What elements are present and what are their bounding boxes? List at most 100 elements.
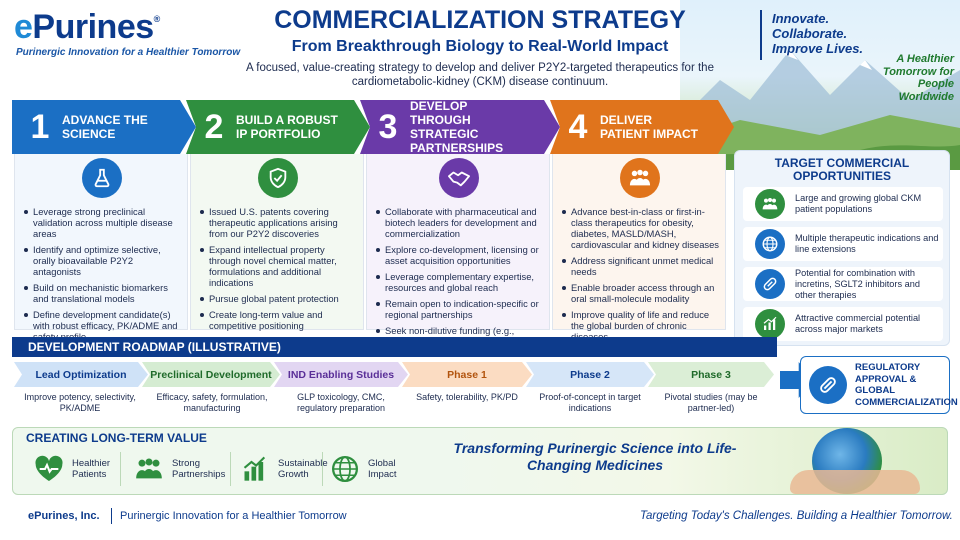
list-item: Create long-term value and competitive p… xyxy=(199,309,357,331)
pillar-3-content: Collaborate with pharmaceutical and biot… xyxy=(366,154,550,347)
roadmap-stage: Lead Optimization xyxy=(14,362,148,387)
list-item: Issued U.S. patents covering therapeutic… xyxy=(199,206,357,239)
opportunity-item: Large and growing global CKM patient pop… xyxy=(743,187,943,221)
people-icon xyxy=(755,189,785,219)
intro-text: A focused, value-creating strategy to de… xyxy=(246,62,714,88)
value-divider xyxy=(120,452,121,486)
footer-slogan: Targeting Today's Challenges. Building a… xyxy=(640,510,953,522)
list-item: Advance best-in-class or first-in-class … xyxy=(561,206,719,250)
pillar-number: 4 xyxy=(568,107,588,146)
partners-icon xyxy=(132,452,166,486)
heart-pulse-icon xyxy=(32,452,66,486)
opportunity-item: Potential for combination with incretins… xyxy=(743,267,943,301)
footer-tagline: Purinergic Innovation for a Healthier To… xyxy=(120,510,347,522)
pillar-2-header: 2 BUILD A ROBUST IP PORTFOLIO xyxy=(186,100,370,154)
value-title: CREATING LONG-TERM VALUE xyxy=(26,431,207,445)
hands-image xyxy=(790,470,920,494)
healthier-tomorrow-text: A Healthier Tomorrow for People Worldwid… xyxy=(882,53,954,103)
value-divider xyxy=(322,452,323,486)
stage-description: Efficacy, safety, formulation, manufactu… xyxy=(156,392,268,413)
list-item: Leverage strong preclinical validation a… xyxy=(23,206,181,239)
page-subtitle: From Breakthrough Biology to Real-World … xyxy=(291,38,669,55)
bar-growth-icon xyxy=(238,452,272,486)
capsule-icon xyxy=(809,366,847,404)
list-item: Define development candidate(s) with rob… xyxy=(23,309,181,342)
list-item: Pursue global patent protection xyxy=(199,293,357,304)
opportunity-text: Attractive commercial potential across m… xyxy=(795,313,921,334)
value-item: Strong Partnerships xyxy=(132,452,228,486)
pillar-3-header: 3 DEVELOP THROUGH STRATEGIC PARTNERSHIPS xyxy=(360,100,560,154)
regulatory-text: REGULATORY APPROVAL & GLOBAL COMMERCIALI… xyxy=(855,362,958,408)
target-opportunities-panel: TARGET COMMERCIAL OPPORTUNITIES Large an… xyxy=(734,150,950,346)
list-item: Enable broader access through an oral sm… xyxy=(561,282,719,304)
company-logo: ePurines® xyxy=(14,8,160,46)
pillar-4-header: 4 DELIVER PATIENT IMPACT xyxy=(550,100,734,154)
roadmap-stage: IND Enabling Studies xyxy=(274,362,408,387)
pillar-2-content: Issued U.S. patents covering therapeutic… xyxy=(190,154,364,331)
stage-description: Improve potency, selectivity, PK/ADME xyxy=(24,392,136,413)
list-item: Expand intellectual property through nov… xyxy=(199,244,357,288)
pillar-label: DELIVER PATIENT IMPACT xyxy=(600,113,698,141)
roadmap-header: DEVELOPMENT ROADMAP (ILLUSTRATIVE) xyxy=(12,337,777,357)
stage-description: GLP toxicology, CMC, regulatory preparat… xyxy=(296,392,386,413)
pillar-label: BUILD A ROBUST IP PORTFOLIO xyxy=(236,113,338,141)
list-item: Identify and optimize selective, orally … xyxy=(23,244,181,277)
opportunity-item: Attractive commercial potential across m… xyxy=(743,307,943,341)
list-item: Build on mechanistic biomarkers and tran… xyxy=(23,282,181,304)
list-item: Explore co-development, licensing or ass… xyxy=(375,244,543,266)
value-text: Strong Partnerships xyxy=(172,458,226,480)
logo-tagline: Purinergic Innovation for a Healthier To… xyxy=(16,47,241,58)
list-item: Leverage complementary expertise, resour… xyxy=(375,271,543,293)
stage-description: Pivotal studies (may be partner-led) xyxy=(664,392,758,413)
value-item: Sustainable Growth xyxy=(238,452,328,486)
shield-check-icon xyxy=(258,158,298,198)
pillar-label: DEVELOP THROUGH STRATEGIC PARTNERSHIPS xyxy=(410,99,504,155)
pillar-number: 1 xyxy=(30,107,50,146)
patients-icon xyxy=(620,158,660,198)
slogan-line: Improve Lives. xyxy=(772,41,864,56)
flask-icon xyxy=(82,158,122,198)
slogan-line: Innovate. xyxy=(772,11,830,26)
roadmap-stage: Preclinical Development xyxy=(142,362,280,387)
globe-icon xyxy=(328,452,362,486)
globe-icon xyxy=(755,229,785,259)
opportunity-text: Multiple therapeutic indications and lin… xyxy=(795,233,939,254)
pillar-1-content: Leverage strong preclinical validation a… xyxy=(14,154,188,342)
pillar-number: 2 xyxy=(204,107,224,146)
footer-divider xyxy=(111,508,112,524)
slogan: Innovate. Collaborate. Improve Lives. xyxy=(772,11,863,56)
list-item: Address significant unmet medical needs xyxy=(561,255,719,277)
hero-landscape-image xyxy=(680,0,960,170)
pill-icon xyxy=(755,269,785,299)
slogan-divider xyxy=(760,10,762,60)
value-text: Global Impact xyxy=(368,458,397,480)
pillar-number: 3 xyxy=(378,107,398,146)
value-text: Healthier Patients xyxy=(72,458,111,480)
opportunity-text: Potential for combination with incretins… xyxy=(795,267,920,300)
regulatory-approval-box: REGULATORY APPROVAL & GLOBAL COMMERCIALI… xyxy=(800,356,958,414)
list-item: Remain open to indication-specific or re… xyxy=(375,298,543,320)
transform-statement: Transforming Purinergic Science into Lif… xyxy=(453,440,737,473)
pillar-4-content: Advance best-in-class or first-in-class … xyxy=(552,154,726,342)
value-item: Global Impact xyxy=(328,452,408,486)
pillar-1-header: 1 ADVANCE THE SCIENCE xyxy=(12,100,196,154)
roadmap-stage: Phase 1 xyxy=(402,362,532,387)
growth-chart-icon xyxy=(755,309,785,339)
target-title: TARGET COMMERCIAL OPPORTUNITIES xyxy=(774,156,910,183)
value-divider xyxy=(230,452,231,486)
stage-description: Proof-of-concept in target indications xyxy=(539,392,641,413)
handshake-icon xyxy=(439,158,479,198)
value-item: Healthier Patients xyxy=(32,452,120,486)
roadmap-stage: Phase 2 xyxy=(526,362,654,387)
footer-company: ePurines, Inc. xyxy=(28,510,100,522)
roadmap-stage: Phase 3 xyxy=(648,362,774,387)
pillar-label: ADVANCE THE SCIENCE xyxy=(62,113,148,141)
opportunity-item: Multiple therapeutic indications and lin… xyxy=(743,227,943,261)
list-item: Collaborate with pharmaceutical and biot… xyxy=(375,206,543,239)
list-item: Improve quality of life and reduce the g… xyxy=(561,309,719,342)
page-title: COMMERCIALIZATION STRATEGY xyxy=(274,6,686,34)
opportunity-text: Large and growing global CKM patient pop… xyxy=(795,193,922,214)
slogan-line: Collaborate. xyxy=(772,26,848,41)
value-text: Sustainable Growth xyxy=(278,458,328,480)
stage-description: Safety, tolerability, PK/PD xyxy=(416,392,518,402)
